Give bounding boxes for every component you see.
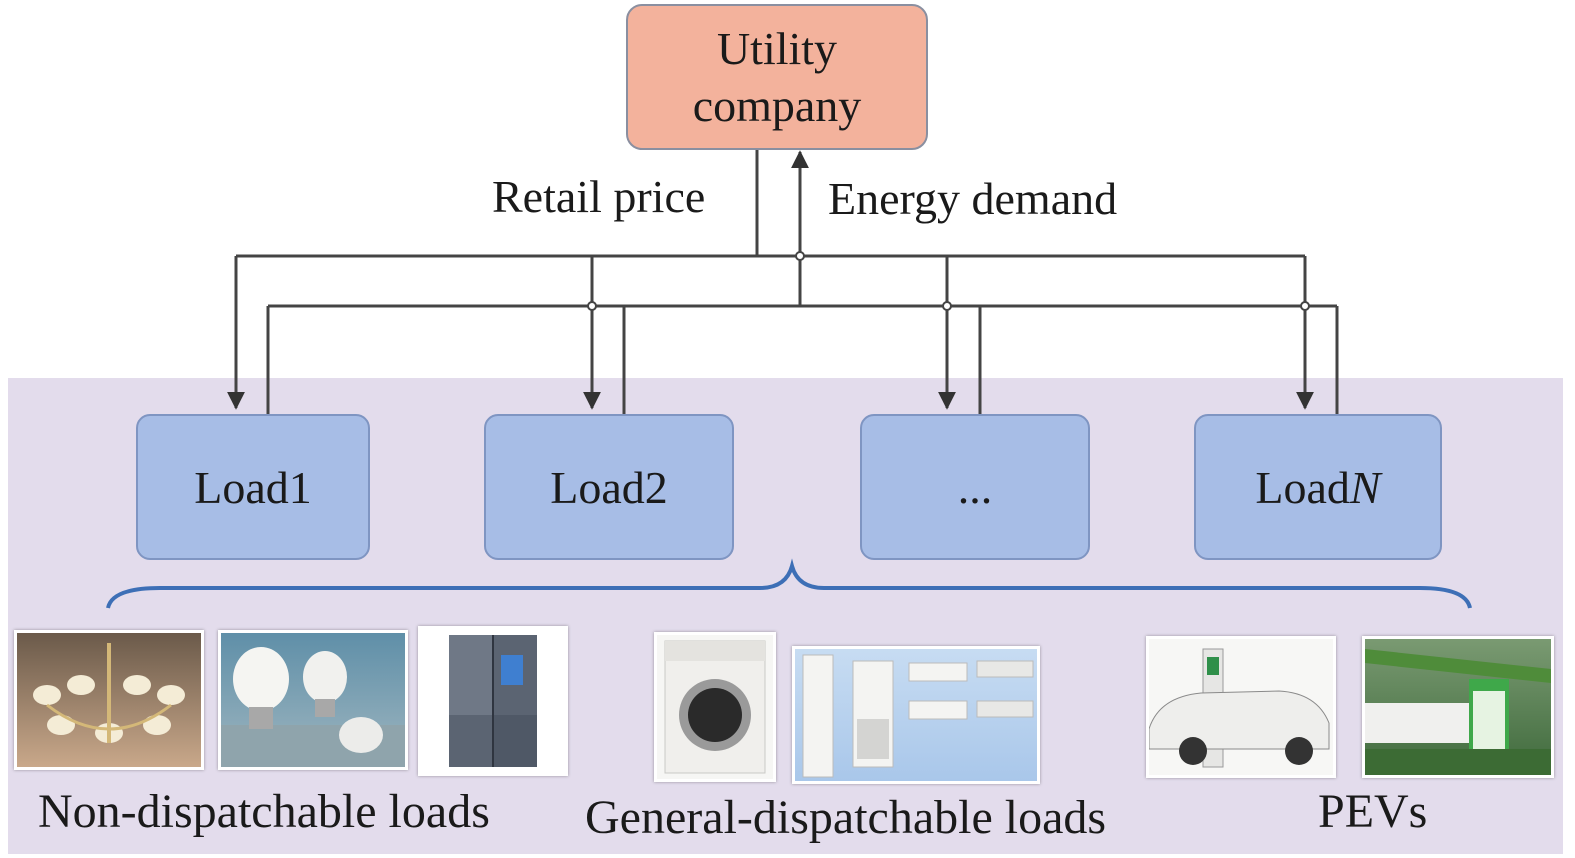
chandelier-photo: [14, 630, 204, 770]
load-n-suffix: N: [1349, 461, 1381, 513]
utility-line-1: Utility: [716, 22, 838, 74]
load-1-box: Load 1: [136, 414, 370, 560]
load-n-prefix: Load: [1255, 461, 1350, 513]
load-ellipsis-label: ...: [957, 461, 993, 513]
general-dispatchable-caption: General-dispatchable loads: [585, 791, 1107, 844]
retail-price-label: Retail price: [492, 171, 706, 222]
pevs-caption: PEVs: [1318, 785, 1428, 838]
non-dispatchable-caption: Non-dispatchable loads: [38, 785, 490, 838]
load-2-prefix: Load: [550, 461, 645, 513]
load-1-suffix: 1: [288, 461, 312, 513]
grouping-brace: [106, 558, 1472, 609]
ev-parking-station-photo: [1362, 636, 1554, 778]
refrigerator-photo: [418, 626, 568, 776]
load-2-box: Load 2: [484, 414, 734, 560]
air-conditioners-photo: [792, 646, 1040, 784]
ev-charging-photo: [1146, 636, 1336, 778]
load-1-prefix: Load: [194, 461, 289, 513]
light-bulbs-photo: [218, 630, 408, 770]
load-n-box: Load N: [1194, 414, 1442, 560]
washing-machine-photo: [654, 632, 776, 782]
energy-demand-label: Energy demand: [828, 173, 1118, 224]
load-2-suffix: 2: [644, 461, 668, 513]
utility-line-2: company: [692, 80, 862, 131]
load-ellipsis-box: ...: [860, 414, 1090, 560]
utility-company-box: Utility company: [626, 4, 928, 150]
